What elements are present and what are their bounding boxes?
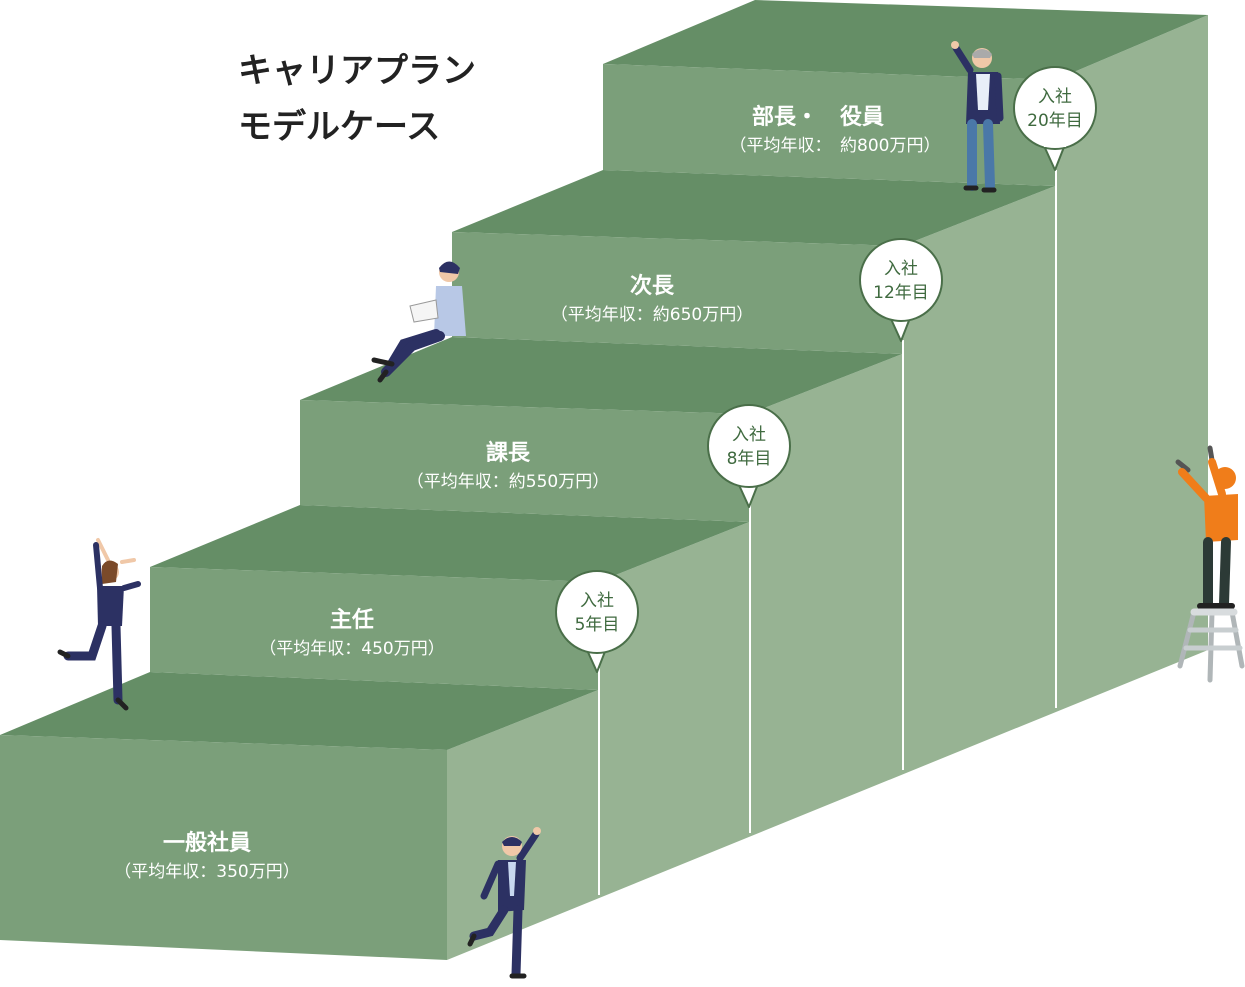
milestone-12-line2: 12年目 (873, 283, 929, 303)
milestone-20-line2: 20年目 (1027, 111, 1083, 131)
milestone-5-line1: 入社 (580, 591, 614, 611)
step-5-title: 部長・ 役員 (752, 104, 884, 130)
step-4-title: 次長 (630, 273, 675, 299)
title-line-2: モデルケース (238, 107, 440, 147)
step-2-salary: （平均年収：450万円） (259, 639, 444, 659)
staircase-side-face (447, 15, 1208, 960)
executive-waving-illustration (951, 41, 1004, 193)
worker-on-ladder-illustration (1175, 445, 1245, 683)
step-5-top (603, 0, 1208, 80)
milestone-bubble-8-year: 入社 8年目 (707, 404, 791, 508)
milestone-20-line1: 入社 (1038, 87, 1072, 107)
step-5-salary: （平均年収： 約800万円） (730, 136, 941, 156)
step-1-front (0, 735, 447, 960)
step-1-top (0, 672, 598, 750)
milestone-bubble-20-year: 入社 20年目 (1013, 66, 1097, 171)
step-2-title: 主任 (330, 607, 374, 633)
milestone-5-line2: 5年目 (575, 615, 620, 635)
step-2-front (150, 567, 598, 690)
step-1-salary: （平均年収：350万円） (114, 862, 299, 882)
woman-jumping-illustration (57, 538, 141, 711)
step-3-top (300, 337, 902, 414)
step-4-front (452, 232, 902, 354)
step-2-top (150, 505, 749, 582)
businessman-running-illustration (467, 827, 541, 979)
step-4-top (452, 170, 1055, 246)
step-3-front (300, 400, 749, 522)
step-5-front (603, 64, 1055, 186)
milestone-12-line1: 入社 (884, 259, 918, 279)
step-3-salary: （平均年収：約550万円） (407, 472, 609, 492)
step-4-salary: （平均年収：約650万円） (551, 305, 753, 325)
milestone-8-line2: 8年目 (727, 449, 772, 469)
milestone-bubble-5-year: 入社 5年目 (555, 570, 639, 673)
step-3-title: 課長 (486, 440, 531, 466)
title-line-1: キャリアプラン (238, 51, 476, 91)
milestone-bubble-12-year: 入社 12年目 (859, 238, 943, 342)
step-1-title: 一般社員 (163, 830, 251, 856)
man-sitting-illustration (371, 261, 466, 383)
milestone-8-line1: 入社 (732, 425, 766, 445)
